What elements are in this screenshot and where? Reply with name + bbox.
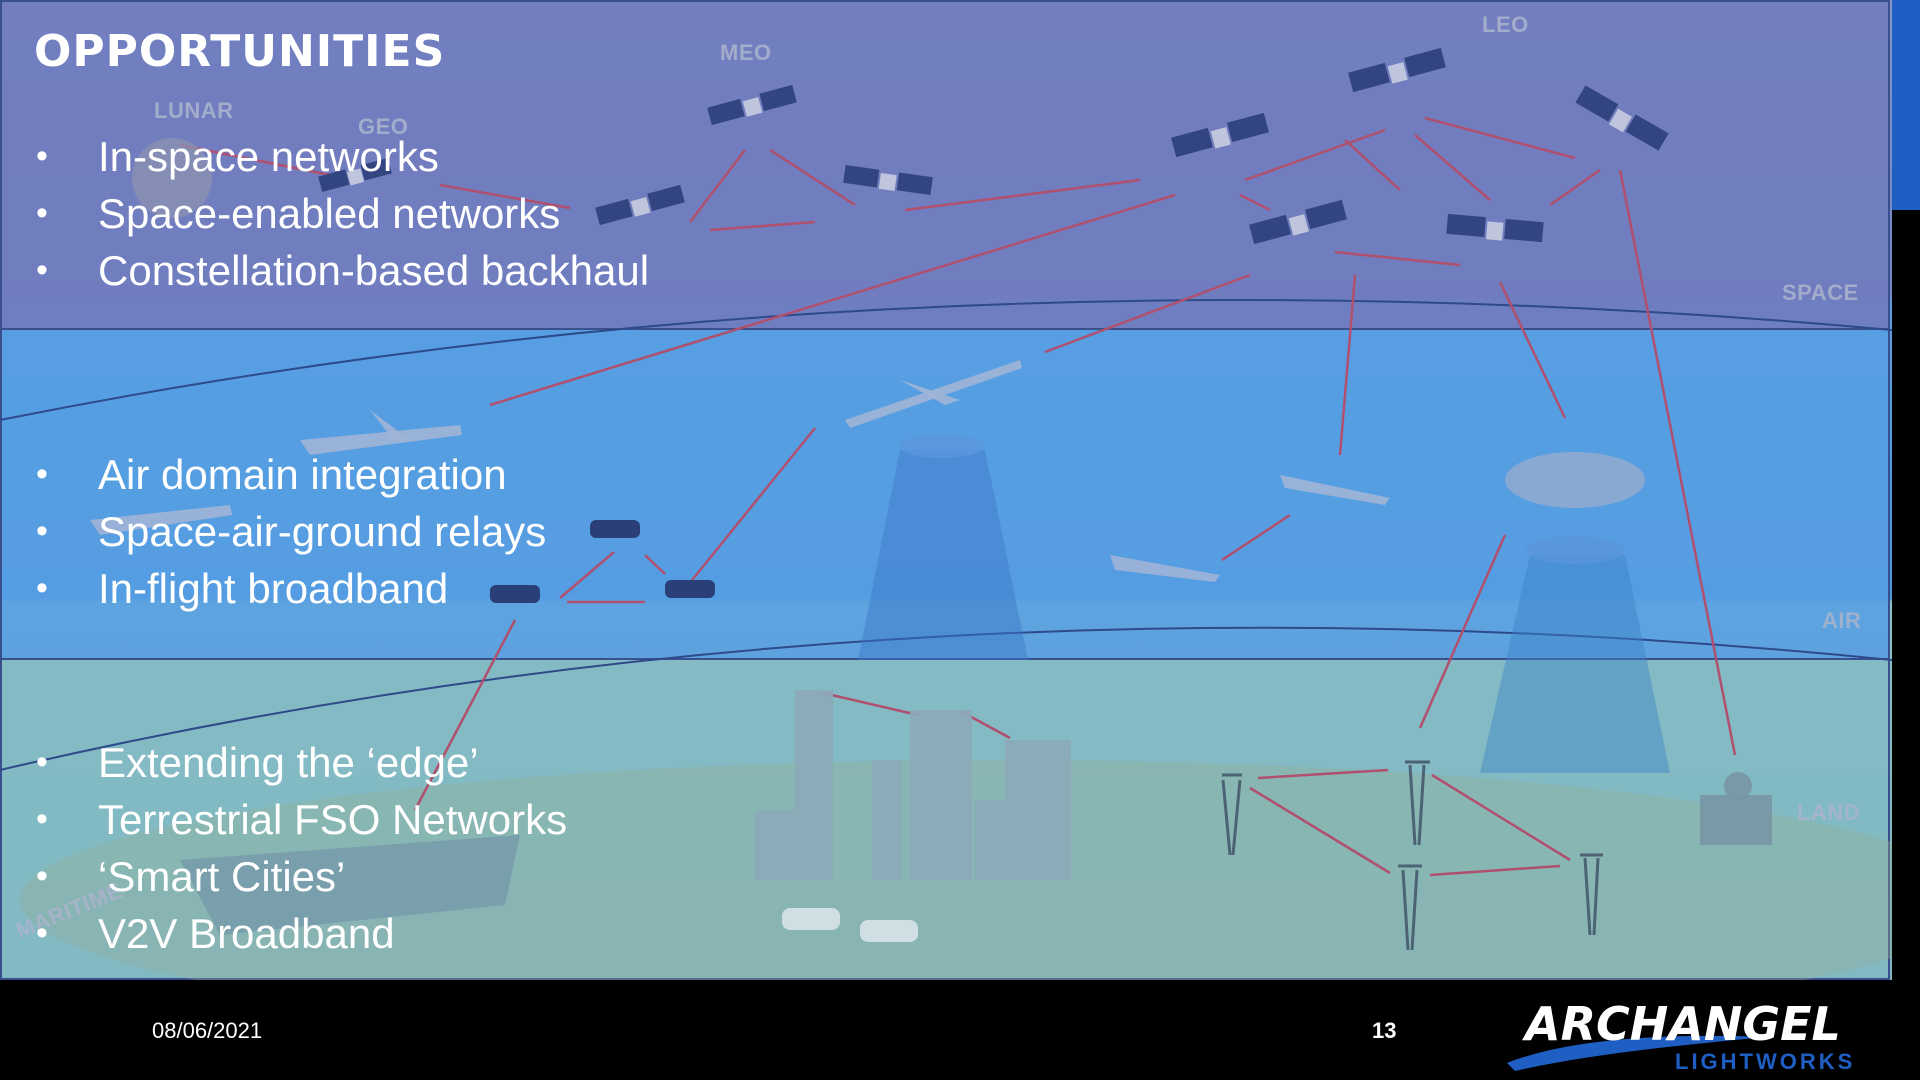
bullet-item: In-flight broadband	[36, 560, 546, 617]
bullet-item: V2V Broadband	[36, 905, 567, 962]
space-bullet-list: In-space networks Space-enabled networks…	[36, 128, 649, 299]
page-number: 13	[1372, 1018, 1397, 1043]
optical-links	[179, 116, 1737, 877]
air-bullet-list: Air domain integration Space-air-ground …	[36, 446, 546, 617]
label-meo: MEO	[720, 40, 772, 65]
accent-bar	[1892, 0, 1920, 210]
label-space: SPACE	[1782, 280, 1859, 305]
bullet-item: Space-enabled networks	[36, 185, 649, 242]
ground-station-icon	[1700, 795, 1772, 845]
vehicle-icons	[782, 908, 918, 942]
coverage-cones	[858, 434, 1670, 773]
label-leo: LEO	[1482, 12, 1529, 37]
label-land: LAND	[1797, 800, 1861, 825]
label-lunar: LUNAR	[154, 98, 234, 123]
logo-wordmark: ARCHANGEL	[1522, 997, 1841, 1051]
logo-subtitle: LIGHTWORKS	[1675, 1049, 1855, 1074]
bullet-item: ‘Smart Cities’	[36, 848, 567, 905]
archangel-logo: ARCHANGEL LIGHTWORKS	[1507, 997, 1855, 1074]
cell-tower-icons	[1221, 760, 1603, 951]
slide-canvas: MEO LEO LUNAR GEO SPACE AIR LAND MARITIM…	[0, 0, 1892, 980]
land-bullet-list: Extending the ‘edge’ Terrestrial FSO Net…	[36, 734, 567, 962]
city-skyline	[755, 690, 1071, 880]
bullet-item: Air domain integration	[36, 446, 546, 503]
slide-title: OPPORTUNITIES	[34, 26, 446, 77]
footer-date: 08/06/2021	[152, 1018, 263, 1043]
bullet-item: Constellation-based backhaul	[36, 242, 649, 299]
label-air: AIR	[1822, 608, 1862, 633]
bullet-item: Terrestrial FSO Networks	[36, 791, 567, 848]
bullet-item: Extending the ‘edge’	[36, 734, 567, 791]
bullet-item: Space-air-ground relays	[36, 503, 546, 560]
bullet-item: In-space networks	[36, 128, 649, 185]
